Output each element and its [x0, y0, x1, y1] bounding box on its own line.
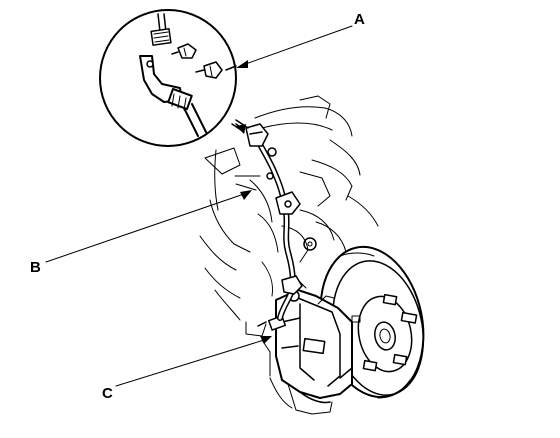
- hose-brackets: [231, 119, 303, 295]
- suspension-linework: [199, 95, 379, 337]
- wheel-studs: [351, 293, 418, 372]
- bolt-upper: [171, 43, 197, 59]
- callout-leader-c: [115, 336, 272, 387]
- callout-leader-b: [45, 190, 252, 263]
- callout-label-c: C: [102, 385, 113, 402]
- callout-label-a: A: [354, 11, 365, 28]
- brake-caliper: [261, 289, 353, 415]
- bolt-lower: [195, 61, 223, 79]
- inset-pointer-head: [236, 124, 246, 134]
- detail-inset: [99, 9, 237, 147]
- callout-leader-a: [236, 25, 353, 68]
- callout-label-b: B: [30, 259, 41, 276]
